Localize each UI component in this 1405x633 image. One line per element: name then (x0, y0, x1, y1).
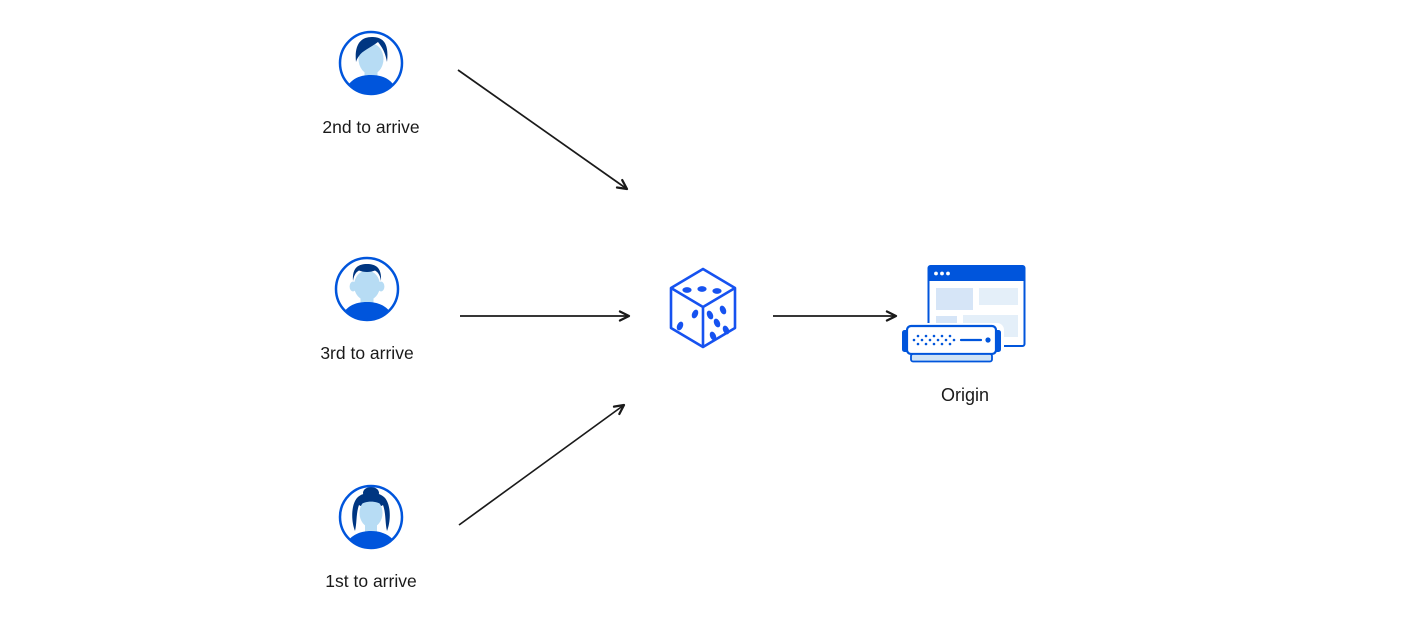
visitor-3rd-group: 3rd to arrive (302, 255, 432, 363)
user-avatar-woman-bun-icon (337, 483, 405, 551)
user-avatar-man-quiff-icon (337, 29, 405, 97)
dice-icon (668, 266, 738, 352)
visitor-3rd-label: 3rd to arrive (320, 343, 414, 363)
visitor-2nd-group: 2nd to arrive (306, 29, 436, 137)
origin-group: Origin (898, 262, 1032, 405)
user-avatar-man-flattop-icon (333, 255, 401, 323)
visitor-2nd-label: 2nd to arrive (322, 117, 420, 137)
origin-browser-and-server-icon (898, 262, 1032, 373)
visitor-1st-group: 1st to arrive (306, 483, 436, 591)
arrow-visitor-1st-to-dice (458, 403, 626, 526)
arrow-visitor-2nd-to-dice (457, 69, 629, 191)
origin-label: Origin (940, 385, 989, 405)
visitor-1st-label: 1st to arrive (325, 571, 417, 591)
